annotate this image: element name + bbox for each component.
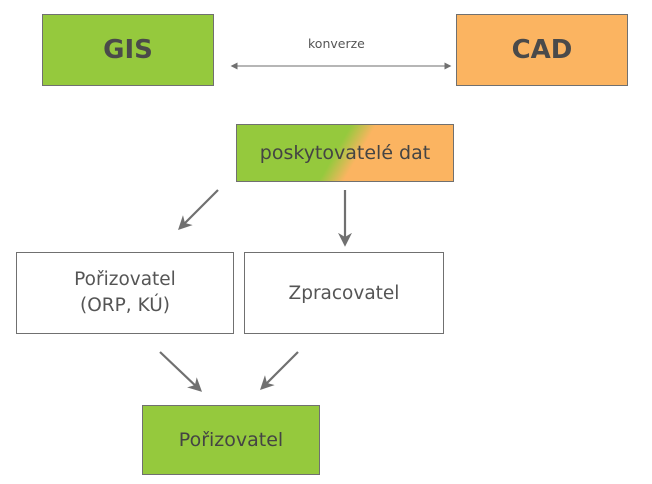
cad-node: CAD [456, 14, 628, 86]
porizovatel-final-label: Pořizovatel [178, 429, 284, 451]
porizovatel-final-node: Pořizovatel [142, 405, 320, 475]
porizovatel-orp-label-line2: (ORP, KÚ) [80, 295, 170, 316]
porizovatel-orp-label-line1: Pořizovatel [74, 269, 176, 291]
conversion-label: konverze [308, 36, 365, 51]
gis-label: GIS [103, 35, 153, 65]
porizovatel-orp-node: Pořizovatel (ORP, KÚ) [16, 252, 234, 334]
data-providers-label: poskytovatelé dat [259, 142, 431, 164]
zpracovatel-node: Zpracovatel [244, 252, 444, 334]
arrow-providers-to-porizovatel [178, 189, 219, 230]
gis-node: GIS [42, 14, 214, 86]
arrow-zpracovatel-to-final [260, 351, 299, 390]
arrow-porizovatel-to-final [159, 351, 203, 392]
zpracovatel-label: Zpracovatel [288, 282, 400, 304]
cad-label: CAD [511, 35, 573, 65]
data-providers-node: poskytovatelé dat [236, 124, 454, 182]
